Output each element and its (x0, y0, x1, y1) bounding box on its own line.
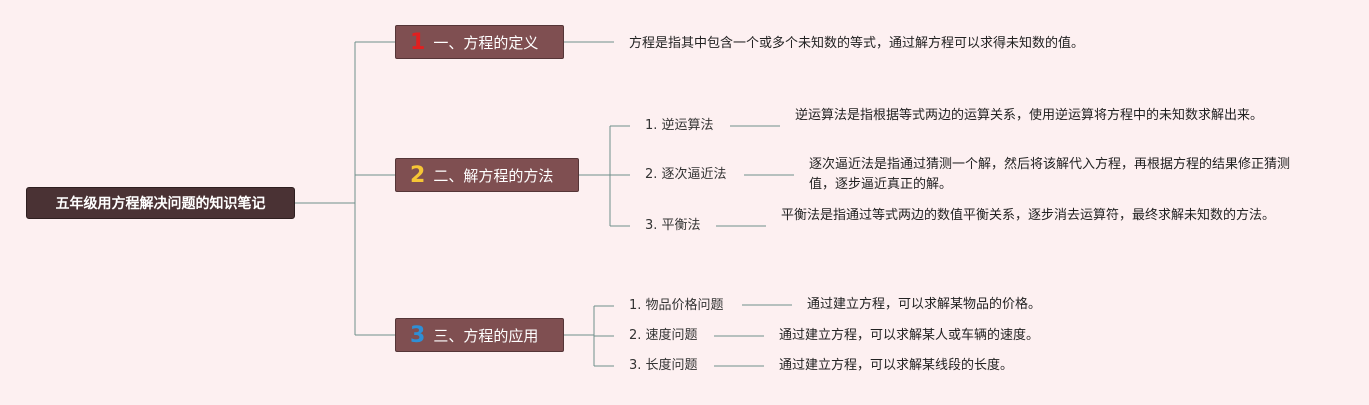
branch-3-item-2-description: 通过建立方程，可以求解某人或车辆的速度。 (779, 328, 1040, 343)
branch-node-3[interactable]: 3 三、方程的应用 (395, 318, 564, 352)
branch-3-item-2-label[interactable]: 2. 速度问题 (629, 328, 698, 343)
root-node[interactable]: 五年级用方程解决问题的知识笔记 (26, 187, 295, 219)
branch-3-item-3-label[interactable]: 3. 长度问题 (629, 358, 698, 373)
branch-2-item-2-description: 逐次逼近法是指通过猜测一个解，然后将该解代入方程，再根据方程的结果修正猜测值，逐… (809, 157, 1291, 192)
branch-3-item-1-label[interactable]: 1. 物品价格问题 (629, 298, 724, 313)
branch-2-item-1-label[interactable]: 1. 逆运算法 (645, 118, 714, 133)
branch-label-3: 三、方程的应用 (433, 326, 539, 345)
root-node-label: 五年级用方程解决问题的知识笔记 (55, 196, 266, 212)
branch-2-item-3-label[interactable]: 3. 平衡法 (645, 218, 701, 233)
branch-2-item-3-description: 平衡法是指通过等式两边的数值平衡关系，逐步消去运算符，最终求解未知数的方法。 (781, 208, 1276, 223)
branch-label-2: 二、解方程的方法 (433, 166, 554, 185)
branch-node-1[interactable]: 1 一、方程的定义 (395, 25, 564, 59)
branch-3-item-1-description: 通过建立方程，可以求解某物品的价格。 (807, 297, 1042, 312)
branch-node-2[interactable]: 2 二、解方程的方法 (395, 158, 579, 192)
branch-number-3: 3 (410, 322, 426, 348)
branch-number-2: 2 (410, 162, 426, 188)
branch-2-item-2-label[interactable]: 2. 逐次逼近法 (645, 167, 727, 182)
branch-2-item-1-description: 逆运算法是指根据等式两边的运算关系，使用逆运算将方程中的未知数求解出来。 (795, 108, 1264, 123)
branch-number-1: 1 (410, 29, 426, 55)
branch-label-1: 一、方程的定义 (433, 33, 539, 52)
branch-1-description: 方程是指其中包含一个或多个未知数的等式，通过解方程可以求得未知数的值。 (629, 36, 1085, 51)
branch-3-item-3-description: 通过建立方程，可以求解某线段的长度。 (779, 358, 1014, 373)
